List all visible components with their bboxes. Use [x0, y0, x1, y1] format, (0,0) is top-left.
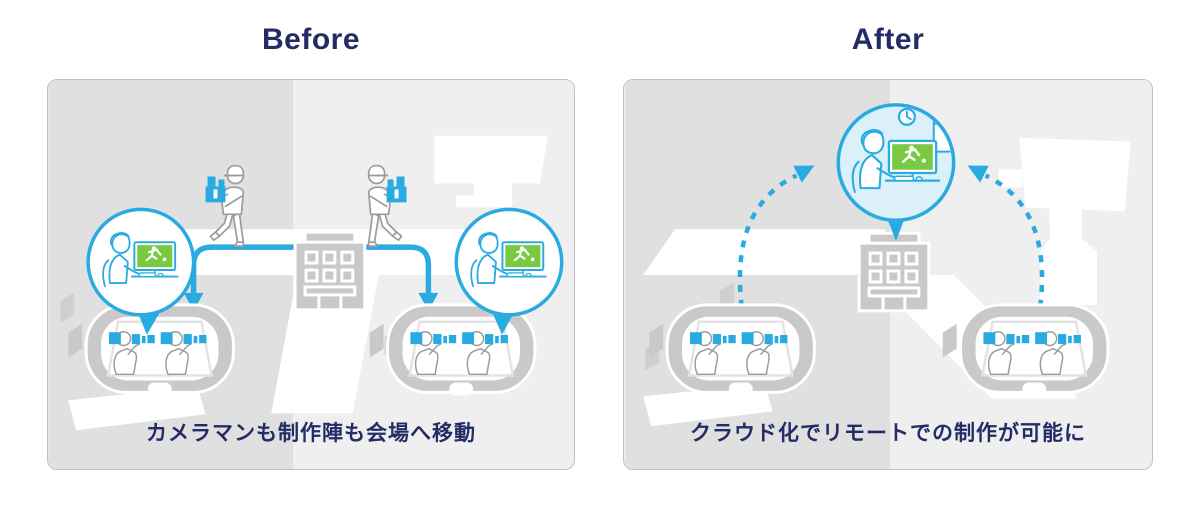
after-panel: クラウド化でリモートでの制作が可能に: [623, 79, 1153, 470]
production-room-callout-circle: [454, 207, 564, 335]
broadcast-building-icon: [857, 231, 931, 313]
after-title: After: [851, 22, 925, 56]
broadcast-building-icon: [293, 230, 367, 312]
dashed-uplink-arrow-left: [737, 173, 798, 308]
before-caption: カメラマンも制作陣も会場へ移動: [146, 422, 476, 445]
route-arrowhead-left-icon: [183, 292, 204, 311]
after-caption: クラウド化でリモートでの制作が可能に: [690, 422, 1086, 445]
dashed-uplink-arrow-right: [984, 173, 1045, 308]
before-illustration: [48, 80, 574, 469]
before-section: Before: [47, 0, 575, 470]
route-arrowhead-right-icon: [418, 292, 439, 311]
production-room-callout-circle: [86, 207, 196, 335]
after-section: After: [623, 0, 1153, 470]
wall-clock-icon: [897, 107, 916, 126]
before-panel: カメラマンも制作陣も会場へ移動: [47, 79, 575, 470]
before-title: Before: [261, 22, 361, 56]
after-illustration: [625, 80, 1151, 469]
